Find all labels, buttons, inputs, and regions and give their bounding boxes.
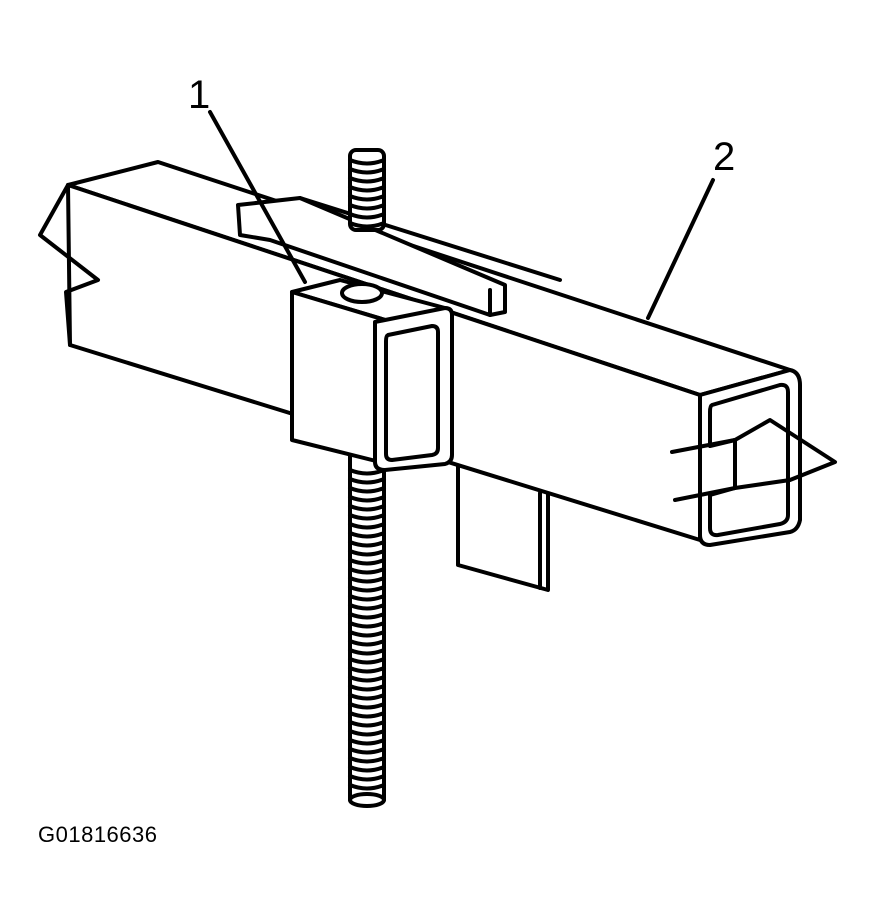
thread-ring [348,621,386,629]
thread-ring [348,549,386,557]
thread-ring [348,747,386,755]
thread-ring [348,486,386,494]
thread-ring [348,185,386,193]
leader-line-1 [208,110,307,284]
thread-ring [348,194,386,202]
thread-ring [348,666,386,674]
thread-ring [348,504,386,512]
threaded-rod [348,453,386,808]
thread-ring [348,756,386,764]
thread-ring [348,567,386,575]
thread-ring [348,783,386,791]
thread-ring [348,531,386,539]
thread-ring [348,522,386,530]
thread-ring [348,176,386,184]
thread-ring [348,738,386,746]
thread-ring [348,720,386,728]
upper-stud [348,148,386,232]
thread-ring [348,765,386,773]
thread-ring [348,495,386,503]
thread-ring [348,711,386,719]
callout-1: 1 [188,73,210,117]
thread-ring [348,774,386,782]
thread-ring [348,558,386,566]
thread-ring [348,594,386,602]
thread-ring [348,702,386,710]
upper-arm [236,196,562,317]
thread-ring [348,684,386,692]
thread-ring [348,221,386,229]
thread-ring [348,657,386,665]
thread-ring [348,639,386,647]
thread-ring [348,630,386,638]
figure-id: G01816636 [38,822,158,847]
callout-2: 2 [713,135,735,179]
thread-ring [348,675,386,683]
thread-ring [348,612,386,620]
thread-ring [348,603,386,611]
thread-ring [348,513,386,521]
thread-ring [348,693,386,701]
thread-ring [348,576,386,584]
thread-ring [348,477,386,485]
leader-line-2 [646,178,715,320]
thread-ring [348,158,386,166]
thread-ring [348,585,386,593]
thread-ring [348,167,386,175]
clamp-block [290,278,454,472]
thread-ring [348,203,386,211]
thread-ring [348,540,386,548]
thread-ring [348,212,386,220]
thread-ring [348,648,386,656]
thread-ring [348,729,386,737]
